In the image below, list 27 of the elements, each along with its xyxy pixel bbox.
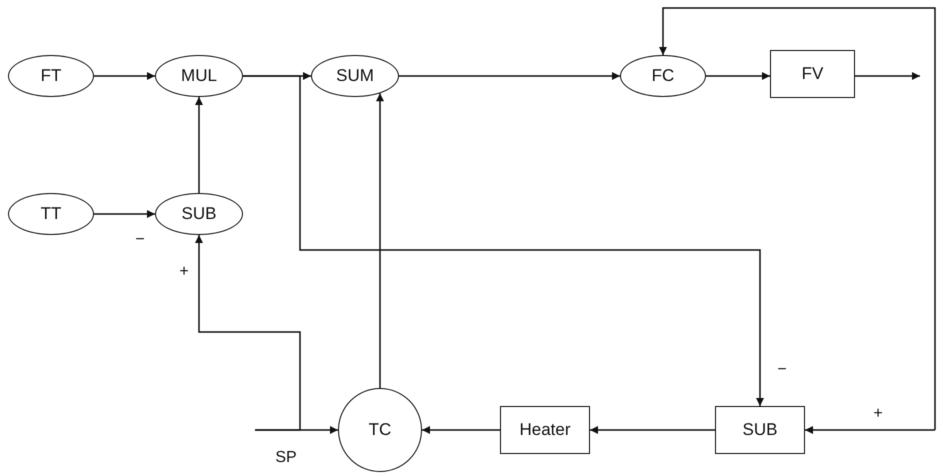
node-label: SUB bbox=[742, 420, 778, 440]
arrow bbox=[399, 72, 620, 80]
node-label: FT bbox=[40, 66, 62, 86]
node-label: FC bbox=[652, 66, 674, 86]
arrow bbox=[590, 426, 715, 434]
node-label: TT bbox=[40, 204, 62, 224]
arrow bbox=[243, 75, 764, 406]
arrow bbox=[94, 72, 155, 80]
arrow bbox=[94, 210, 155, 218]
arrow bbox=[422, 426, 500, 434]
node-label: MUL bbox=[181, 66, 217, 86]
arrow bbox=[195, 97, 203, 193]
process-box bbox=[770, 50, 855, 98]
arrow bbox=[659, 7, 936, 430]
node-label: TC bbox=[368, 420, 392, 440]
arrow bbox=[706, 72, 770, 80]
process-box bbox=[500, 406, 590, 454]
node-label: Heater bbox=[519, 420, 571, 440]
arrow bbox=[855, 72, 920, 80]
arrow bbox=[376, 93, 384, 388]
process-box bbox=[715, 406, 805, 454]
node-label: FV bbox=[802, 64, 824, 84]
arrow bbox=[805, 426, 935, 434]
arrow bbox=[195, 235, 301, 431]
node-label: SUB bbox=[182, 204, 216, 224]
arrow bbox=[255, 426, 338, 434]
node-label: SUM bbox=[336, 66, 374, 86]
